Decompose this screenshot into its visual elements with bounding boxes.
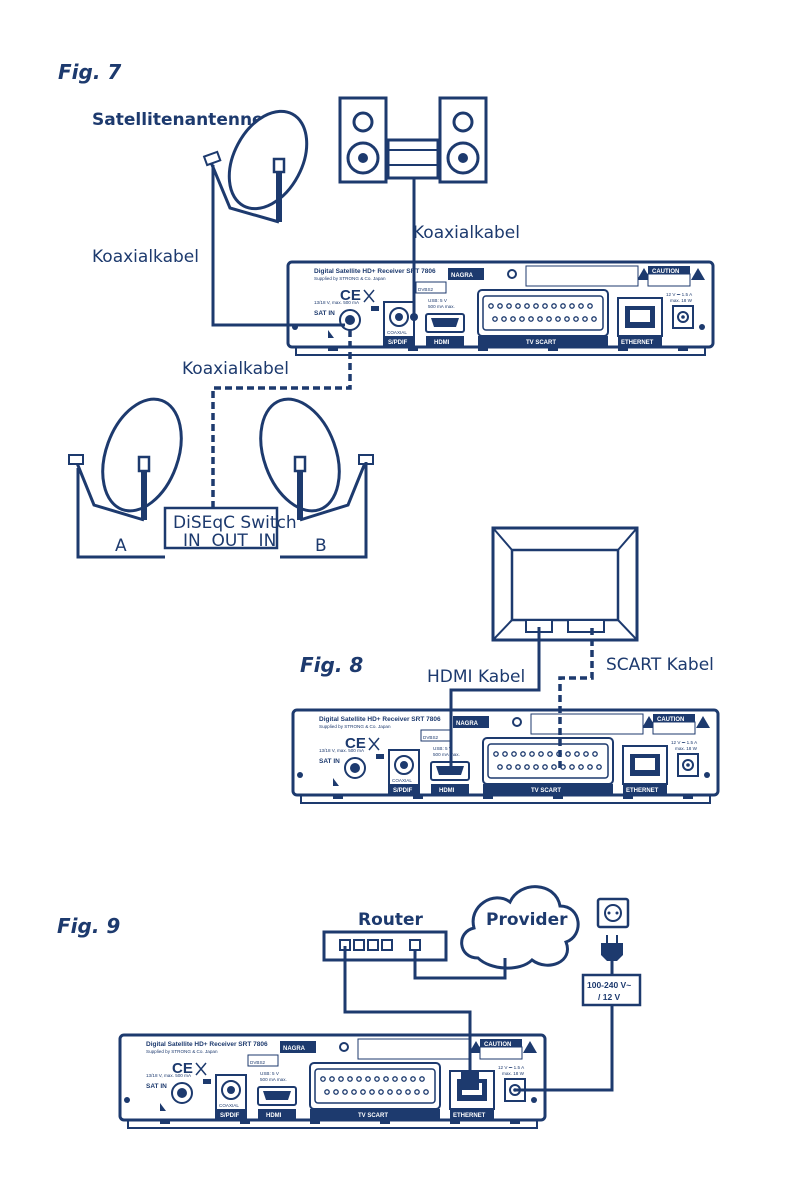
scart-port-label: TV SCART [358, 1113, 388, 1119]
receiver-supplier-label: Supplied by STRONG & Co. Japan [146, 1049, 218, 1054]
coax-label-switch: Koaxialkabel [182, 359, 289, 379]
usb-spec-label-2: 500 mA max. [260, 1077, 287, 1082]
usb-spec-label-2: 500 mA max. [428, 304, 455, 309]
diseqc-switch-box [163, 506, 279, 550]
caution-label: CAUTION [657, 717, 684, 723]
router-label: Router [358, 910, 424, 930]
sat-in-label: SAT IN [146, 1083, 167, 1090]
scart-port-label: TV SCART [526, 340, 556, 346]
receiver-rear-panel-fig7: Digital Satellite HD+ Receiver SRT 7806 … [286, 260, 715, 357]
power-spec-label-2: max. 18 W [675, 746, 698, 751]
power-spec-label: 12 V ⎓ 1.5 A [666, 292, 693, 297]
power-spec-label-2: max. 18 W [670, 298, 693, 303]
power-adapter-line1: 100-240 V~ [587, 980, 631, 990]
cloud-icon [460, 885, 580, 970]
receiver-model-label: Digital Satellite HD+ Receiver SRT 7806 [314, 268, 436, 275]
hdmi-port-label: HDMI [434, 340, 450, 346]
coaxial-label: COAXIAL [392, 778, 412, 783]
ethernet-port-label: ETHERNET [453, 1113, 486, 1119]
dvb-logo: DVBS2 [418, 287, 434, 292]
usb-spec-label: USB: 5 V [433, 746, 453, 751]
fig8-title: Fig. 8 [300, 653, 363, 677]
provider-label: Provider [486, 910, 568, 930]
spdif-label: S/PDIF [393, 788, 413, 794]
diseqc-switch-title: DiSEqC Switch [173, 513, 297, 533]
usb-spec-label: USB: 5 V [428, 298, 448, 303]
satellite-dish-b-icon [259, 397, 374, 522]
satellite-dish-a-icon [68, 397, 183, 522]
sat-in-label: SAT IN [314, 310, 335, 317]
dish-b-label: B [315, 536, 327, 556]
receiver-model-label: Digital Satellite HD+ Receiver SRT 7806 [319, 716, 441, 723]
receiver-rear-panel-fig8: Digital Satellite HD+ Receiver SRT 7806 … [291, 708, 720, 805]
coax-label-dish: Koaxialkabel [92, 247, 199, 267]
sat-spec-label: 13/18 V, max. 500 mA [146, 1073, 192, 1078]
power-spec-label-2: max. 18 W [502, 1071, 525, 1076]
dvb-logo: DVBS2 [423, 735, 439, 740]
scart-port-label: TV SCART [531, 788, 561, 794]
antenna-label: Satellitenantenne [92, 110, 264, 130]
power-adapter-line2: / 12 V [598, 992, 621, 1002]
tv-icon [491, 526, 639, 642]
nagra-logo: NAGRA [283, 1046, 306, 1052]
sat-spec-label: 13/18 V, max. 500 mA [319, 748, 365, 753]
caution-label: CAUTION [484, 1042, 511, 1048]
fig7-title: Fig. 7 [58, 60, 121, 84]
satellite-dish-icon [202, 109, 309, 224]
receiver-model-label: Digital Satellite HD+ Receiver SRT 7806 [146, 1041, 268, 1048]
audio-system-icon [338, 96, 488, 184]
coaxial-label: COAXIAL [219, 1103, 239, 1108]
receiver-supplier-label: Supplied by STRONG & Co. Japan [314, 276, 386, 281]
dvb-logo: DVBS2 [250, 1060, 266, 1065]
spdif-label: S/PDIF [220, 1113, 240, 1119]
router-icon [322, 930, 448, 962]
wall-socket-icon [596, 897, 630, 929]
power-plug-icon [601, 935, 623, 975]
coax-label-audio: Koaxialkabel [413, 223, 520, 243]
power-spec-label: 12 V ⎓ 1.5 A [671, 740, 698, 745]
scart-cable-label: SCART Kabel [606, 655, 714, 675]
dish-a-label: A [115, 536, 127, 556]
spdif-label: S/PDIF [388, 340, 408, 346]
diseqc-switch-ports: IN OUT IN [183, 531, 276, 551]
coaxial-label: COAXIAL [387, 330, 407, 335]
nagra-logo: NAGRA [456, 721, 479, 727]
receiver-supplier-label: Supplied by STRONG & Co. Japan [319, 724, 391, 729]
hdmi-port-label: HDMI [266, 1113, 282, 1119]
sat-spec-label: 13/18 V, max. 500 mA [314, 300, 360, 305]
nagra-logo: NAGRA [451, 273, 474, 279]
hdmi-cable-label: HDMI Kabel [427, 667, 525, 687]
power-spec-label: 12 V ⎓ 1.5 A [498, 1065, 525, 1070]
ethernet-port-label: ETHERNET [621, 340, 654, 346]
fig9-title: Fig. 9 [57, 914, 120, 938]
caution-label: CAUTION [652, 269, 679, 275]
sat-in-label: SAT IN [319, 758, 340, 765]
usb-spec-label-2: 500 mA max. [433, 752, 460, 757]
ethernet-port-label: ETHERNET [626, 788, 659, 794]
usb-spec-label: USB: 5 V [260, 1071, 280, 1076]
hdmi-port-label: HDMI [439, 788, 455, 794]
receiver-rear-panel-fig9: Digital Satellite HD+ Receiver SRT 7806 … [118, 1033, 547, 1130]
